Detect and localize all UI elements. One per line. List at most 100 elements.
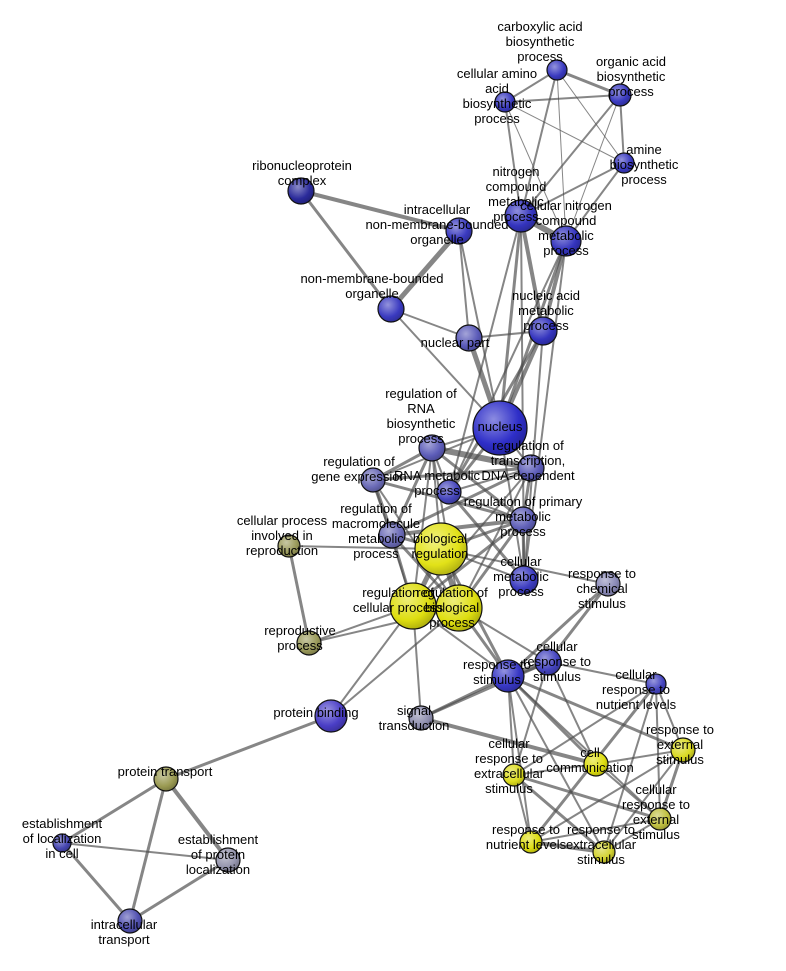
edge-crnl-rexs — [603, 683, 657, 853]
edge-nmbo-np — [390, 308, 470, 339]
node-caab[interactable] — [494, 91, 516, 113]
node-rcp[interactable] — [389, 582, 437, 630]
node-nuc[interactable] — [472, 400, 528, 456]
node-it[interactable] — [117, 908, 143, 934]
edge-rnl-rexs — [529, 840, 606, 854]
node-ncm[interactable] — [504, 199, 538, 233]
edge-cpir-rp — [287, 544, 311, 645]
edge-pt-epl — [164, 777, 230, 862]
edge-crext-rnl — [530, 818, 661, 843]
node-rpm[interactable] — [509, 506, 537, 534]
node-st[interactable] — [408, 705, 434, 731]
edge-cab-ab — [556, 69, 625, 164]
edge-cc-crext — [595, 763, 661, 820]
node-rcs[interactable] — [595, 571, 621, 597]
edge-cab-cncm — [556, 69, 567, 242]
edge-caab-oab — [504, 94, 621, 103]
edge-ncm-rmp — [448, 215, 522, 493]
node-oab[interactable] — [608, 83, 632, 107]
node-rs[interactable] — [491, 659, 525, 693]
node-rexs[interactable] — [592, 840, 616, 864]
edge-pt-it — [128, 777, 168, 923]
node-pt[interactable] — [153, 766, 179, 792]
edge-ab-ncm — [520, 162, 625, 217]
edge-rcs-crs — [546, 582, 610, 664]
edge-crs-crnl — [547, 661, 657, 685]
edge-oab-ncm — [520, 94, 621, 217]
node-rmm[interactable] — [378, 521, 406, 549]
edge-epl-it — [128, 858, 230, 923]
edge-rrb-rtd — [429, 445, 534, 471]
node-cmp[interactable] — [509, 565, 539, 595]
edge-caab-ab — [504, 101, 625, 164]
edge-rnp-inmbo — [299, 189, 461, 233]
node-inmbo[interactable] — [445, 217, 473, 245]
edge-inmbo-np — [458, 230, 470, 339]
node-rnl[interactable] — [519, 830, 543, 854]
node-np[interactable] — [455, 324, 483, 352]
node-rtd[interactable] — [517, 454, 545, 482]
edge-pb-pt — [164, 714, 333, 781]
node-rge[interactable] — [360, 467, 386, 493]
node-rnp[interactable] — [287, 177, 315, 205]
edge-rmp-cmp — [447, 490, 526, 582]
edge-elc-it — [60, 841, 132, 923]
edge-rs-rnl — [507, 675, 532, 843]
edge-cab-ncm — [520, 69, 558, 217]
node-nam[interactable] — [528, 316, 558, 346]
node-res[interactable] — [670, 737, 696, 763]
edge-inmbo-nmbo — [388, 228, 462, 312]
edge-res-cc — [595, 749, 684, 765]
edge-oab-cncm — [565, 94, 621, 242]
edge-cres-rexs — [512, 773, 606, 854]
edges-layer — [60, 68, 685, 923]
node-nmbo[interactable] — [377, 295, 405, 323]
edge-cncm-rmp — [448, 240, 567, 493]
node-cres[interactable] — [502, 763, 526, 787]
node-pb[interactable] — [314, 699, 348, 733]
edge-rs-rexs — [507, 675, 605, 853]
node-cab[interactable] — [546, 59, 568, 81]
edge-rcs-rs — [506, 582, 610, 678]
edge-crnl-crext — [655, 683, 661, 820]
edge-cres-cc — [513, 763, 597, 776]
node-crnl[interactable] — [645, 673, 667, 695]
nodes-layer — [52, 59, 696, 934]
node-cncm[interactable] — [550, 225, 582, 257]
edge-rtd-rbp — [458, 467, 532, 609]
edge-rmm-rpm — [390, 518, 525, 537]
node-br[interactable] — [414, 522, 468, 576]
edge-rtd-rmm — [390, 466, 533, 537]
node-crs[interactable] — [534, 648, 562, 676]
edge-ncm-nam — [519, 214, 545, 333]
edge-ab-cncm — [565, 162, 625, 242]
edge-cres-crext — [512, 773, 662, 821]
node-epl[interactable] — [215, 847, 241, 873]
node-cc[interactable] — [583, 751, 609, 777]
edge-pt-elc — [60, 777, 168, 845]
node-elc[interactable] — [52, 833, 72, 853]
edge-ncm-nuc — [498, 214, 523, 430]
node-rrb[interactable] — [418, 434, 446, 462]
edge-crnl-cres — [513, 683, 657, 776]
node-cpir[interactable] — [277, 534, 301, 558]
edge-caab-cncm — [504, 101, 567, 242]
edge-cc-st — [419, 716, 598, 766]
edge-caab-ncm — [504, 101, 522, 217]
node-ab[interactable] — [613, 152, 635, 174]
edge-res-rexs — [603, 749, 684, 853]
edge-rs-res — [506, 674, 685, 752]
node-rbp[interactable] — [435, 584, 483, 632]
edge-crs-cc — [547, 661, 597, 765]
node-rmp[interactable] — [436, 479, 462, 505]
edge-rnp-nmbo — [299, 189, 393, 311]
node-rp[interactable] — [296, 630, 322, 656]
node-crext[interactable] — [648, 807, 672, 831]
edge-rtd-rmp — [448, 467, 532, 493]
edge-rtd-rge — [371, 466, 533, 482]
edge-rs-crext — [507, 675, 661, 820]
